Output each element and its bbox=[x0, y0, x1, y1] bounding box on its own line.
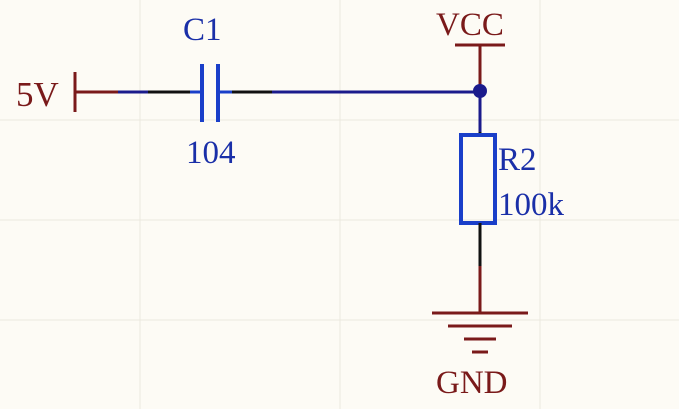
input-port-5v[interactable]: 5V bbox=[16, 72, 118, 114]
r2-value: 100k bbox=[498, 187, 565, 223]
vcc-label: VCC bbox=[436, 7, 504, 43]
power-port-vcc[interactable]: VCC bbox=[436, 7, 505, 92]
gnd-label: GND bbox=[436, 365, 508, 401]
resistor-r2[interactable]: R2 100k bbox=[459, 132, 565, 266]
c1-designator: C1 bbox=[183, 12, 222, 48]
r2-body bbox=[459, 133, 497, 225]
capacitor-c1[interactable]: C1 104 bbox=[148, 12, 272, 171]
c1-value: 104 bbox=[186, 135, 236, 171]
r2-designator: R2 bbox=[498, 142, 537, 178]
ground-symbol[interactable]: GND bbox=[432, 266, 528, 401]
input-port-label: 5V bbox=[16, 75, 59, 114]
junction-dot[interactable] bbox=[473, 84, 487, 98]
